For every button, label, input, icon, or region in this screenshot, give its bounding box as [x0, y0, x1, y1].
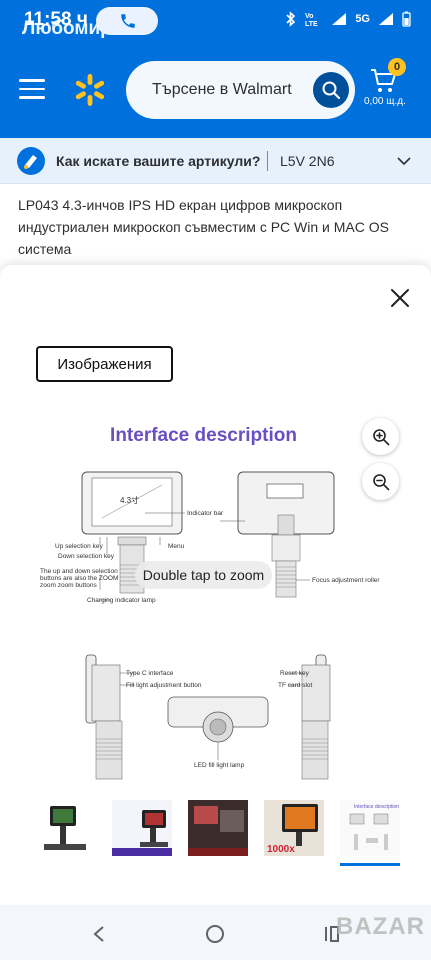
- home-icon[interactable]: [206, 925, 224, 943]
- zoom-in-button[interactable]: [362, 418, 399, 455]
- zoom-in-icon: [372, 428, 389, 445]
- signal-icon-2: [379, 13, 393, 25]
- status-user-name: Любомир: [22, 18, 112, 39]
- label-zoom-note-1: The up and down selection: [40, 568, 118, 575]
- label-led: LED fill light lamp: [194, 762, 245, 769]
- bluetooth-icon: [286, 11, 296, 27]
- label-menu: Menu: [168, 543, 185, 550]
- search-input[interactable]: [152, 61, 312, 119]
- label-tf: TF card slot: [278, 682, 313, 689]
- close-icon[interactable]: [388, 286, 412, 310]
- network-type: 5G: [355, 13, 370, 25]
- thumbnail-1[interactable]: [36, 800, 96, 862]
- cart-count-badge: 0: [388, 58, 406, 76]
- menu-icon[interactable]: [19, 79, 45, 99]
- battery-icon: [402, 11, 411, 27]
- thumbnail-5[interactable]: Interface description: [340, 800, 400, 866]
- search-button[interactable]: [313, 72, 349, 108]
- label-down-key: Down selection key: [58, 553, 114, 560]
- app-header: 0 0,00 щ.д.: [0, 42, 431, 138]
- label-reset: Reset key: [280, 670, 309, 677]
- svg-text:Vo: Vo: [305, 13, 313, 20]
- microscope-diagram: [81, 471, 335, 780]
- double-tap-zoom-hint: Double tap to zoom: [135, 561, 272, 589]
- zoom-out-button[interactable]: [362, 463, 399, 500]
- thumbnail-3[interactable]: [188, 800, 248, 862]
- label-focus: Focus adjustment roller: [312, 577, 380, 584]
- label-type-c: Type C interface: [126, 670, 174, 677]
- system-nav-bar: [0, 905, 431, 960]
- phone-icon: [121, 14, 135, 28]
- svg-text:Interface description: Interface description: [354, 804, 399, 810]
- image-title: Interface description: [110, 425, 297, 446]
- search-icon: [322, 81, 341, 100]
- watermark: BAZAR: [336, 913, 425, 940]
- delivery-question: Как искате вашите артикули?: [56, 153, 261, 169]
- search-box[interactable]: [126, 61, 355, 119]
- delivery-separator: [267, 151, 268, 171]
- thumbnail-strip: 1000x Interface description: [36, 800, 416, 875]
- cart-button[interactable]: 0 0,00 щ.д.: [364, 58, 424, 118]
- tab-images[interactable]: Изображения: [36, 346, 173, 382]
- image-viewer-sheet: Изображения Interface description: [0, 265, 431, 960]
- product-title: LP043 4.3-инчов IPS HD екран цифров микр…: [18, 197, 389, 257]
- thumbnail-4[interactable]: 1000x: [264, 800, 324, 862]
- delivery-bar[interactable]: Как искате вашите артикули? L5V 2N6: [0, 138, 431, 184]
- cart-total: 0,00 щ.д.: [364, 96, 406, 107]
- delivery-zip: L5V 2N6: [280, 153, 335, 169]
- signal-icon: [332, 13, 347, 25]
- label-zoom-note-2: buttons are also the ZOOM: [40, 575, 119, 582]
- svg-text:1000x: 1000x: [267, 844, 295, 855]
- label-zoom-note-3: zoom zoom buttons: [40, 582, 97, 589]
- product-main-image[interactable]: Interface description: [20, 415, 410, 795]
- label-charging: Charging indicator lamp: [87, 597, 156, 604]
- zoom-out-icon: [372, 473, 389, 490]
- chevron-down-icon[interactable]: [396, 153, 412, 169]
- svg-text:LTE: LTE: [305, 21, 318, 27]
- call-indicator[interactable]: [96, 7, 158, 35]
- back-icon[interactable]: [92, 925, 106, 943]
- delivery-truck-icon: [17, 147, 45, 175]
- screen-size-label: 4.3寸: [120, 496, 140, 505]
- status-time: 11:58 ч: [24, 9, 88, 30]
- thumbnail-2[interactable]: [112, 800, 172, 862]
- label-fill-light: Fill light adjustment button: [126, 682, 202, 689]
- recent-apps-icon[interactable]: [324, 925, 342, 943]
- label-indicator-bar: Indicator bar: [187, 510, 224, 517]
- walmart-spark-icon[interactable]: [72, 72, 108, 108]
- label-up-key: Up selection key: [55, 543, 103, 550]
